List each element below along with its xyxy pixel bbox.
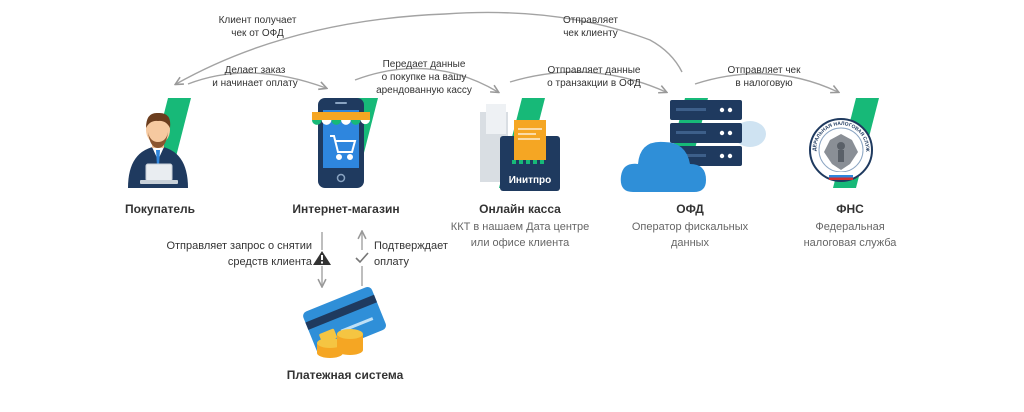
- label-kassa-to-ofd: Отправляет данные о транзакции в ОФД: [547, 65, 641, 89]
- credit-card-coins-icon: [303, 287, 386, 358]
- label-ofd-to-client: Отправляет чек клиенту: [562, 15, 619, 39]
- awning: [312, 112, 370, 125]
- kassa-device-label: Инитпро: [509, 175, 552, 186]
- node-subtitle-fns: Федеральная налоговая служба: [803, 221, 897, 249]
- node-title-fns: ФНС: [836, 202, 864, 216]
- coin-stack: [317, 329, 363, 358]
- arrow-ofd-to-fns: [694, 73, 838, 92]
- node-title-kassa: Онлайн касса: [479, 202, 561, 216]
- tax-emblem-icon: [809, 98, 879, 188]
- person-laptop-icon: [128, 98, 191, 188]
- smartphone-cart-icon: [312, 98, 378, 188]
- arrow-ofd-to-buyer: [176, 13, 446, 84]
- node-subtitle-ofd: Оператор фискальных данных: [631, 221, 749, 249]
- connectors: [176, 11, 838, 286]
- label-payment-to-shop: Подтверждает оплату: [374, 240, 448, 268]
- arrow-top-arc: [444, 11, 683, 73]
- label-shop-to-payment: Отправляет запрос о снятии средств клиен…: [166, 240, 312, 268]
- label-ofd-to-buyer: Клиент получает чек от ОФД: [218, 15, 297, 39]
- node-title-buyer: Покупатель: [124, 202, 196, 216]
- cash-register-icon: Инитпро: [480, 98, 560, 191]
- label-buyer-to-shop: Делает заказ и начинает оплату: [212, 65, 298, 89]
- checkmark-icon: [354, 250, 370, 266]
- cart-icon: [330, 135, 357, 160]
- server-cloud-icon: [620, 98, 766, 192]
- label-shop-to-kassa: Передает данные о покупке на вашу арендо…: [376, 59, 472, 96]
- node-title-ofd: ОФД: [676, 202, 704, 216]
- arrow-shop-to-kassa: [354, 67, 498, 92]
- arrow-kassa-to-ofd: [509, 71, 666, 92]
- label-ofd-to-fns: Отправляет чек в налоговую: [727, 65, 801, 89]
- arrow-buyer-to-shop: [187, 72, 326, 88]
- node-subtitle-kassa: ККТ в нашаем Дата центре или офисе клиен…: [450, 221, 590, 249]
- node-title-payment: Платежная система: [286, 368, 404, 382]
- node-title-shop: Интернет-магазин: [292, 202, 400, 216]
- warning-icon: [312, 250, 332, 266]
